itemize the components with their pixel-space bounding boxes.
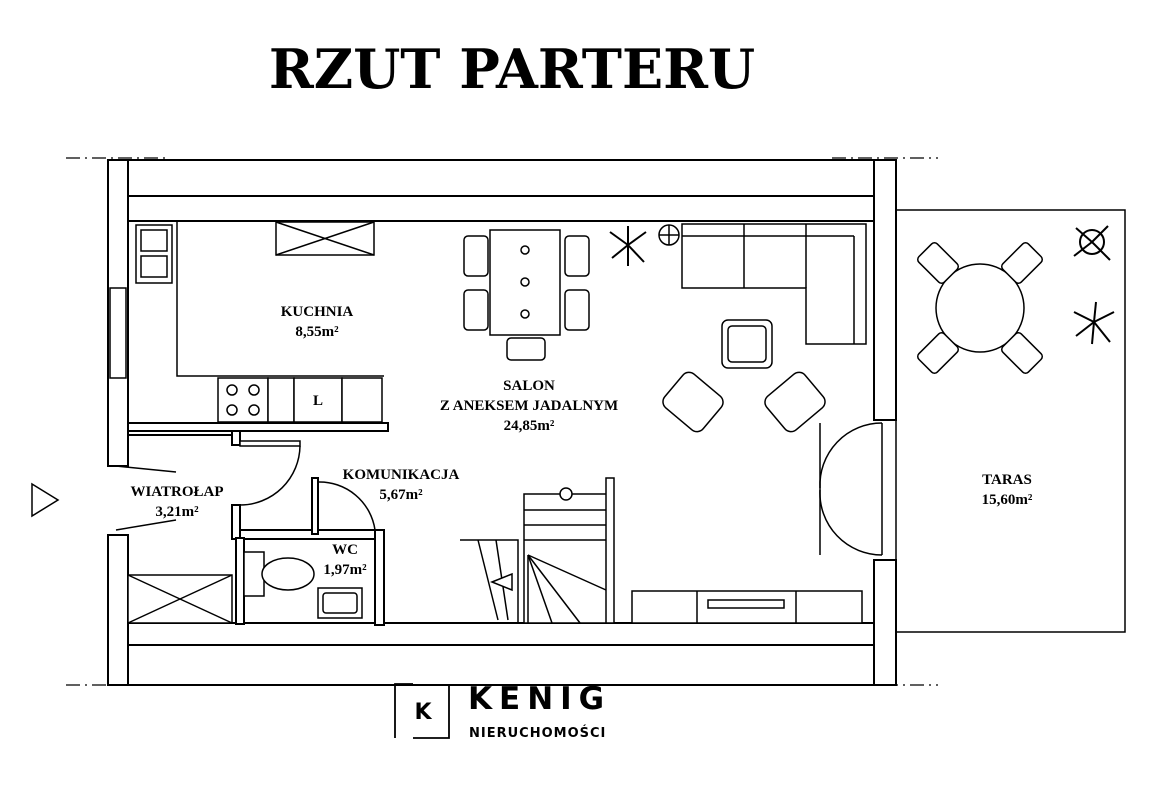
fridge-label: L <box>313 393 323 409</box>
logo-brand: KENIG <box>468 681 611 717</box>
room-komunikacja: KOMUNIKACJA 5,67m² <box>343 467 460 503</box>
kenig-logo: K KENIG NIERUCHOMOŚCI <box>394 681 611 741</box>
logo-letter: K <box>414 700 432 725</box>
room-name: SALON <box>503 378 555 394</box>
room-area: 1,97m² <box>323 562 367 578</box>
room-salon: SALON Z ANEKSEM JADALNYM 24,85m² <box>440 378 618 434</box>
room-name: Z ANEKSEM JADALNYM <box>440 398 618 414</box>
counter-cabinet <box>341 377 383 423</box>
room-area: 15,60m² <box>982 492 1033 508</box>
room-wc: WC 1,97m² <box>323 542 367 578</box>
kitchen-counter <box>176 222 384 377</box>
room-area: 8,55m² <box>295 324 339 340</box>
plant-icon <box>609 226 647 266</box>
walls <box>107 159 897 686</box>
plant-icon <box>1073 225 1111 261</box>
sink <box>135 224 173 284</box>
terrace-table <box>916 241 1044 375</box>
terrace-door <box>819 422 883 556</box>
room-name: KUCHNIA <box>281 304 354 320</box>
vestibule-door <box>239 440 301 506</box>
fridge: L <box>293 377 343 423</box>
room-area: 3,21m² <box>155 504 199 520</box>
plan-title: RZUT PARTERU <box>269 37 755 101</box>
room-wiatrolap: WIATROŁAP 3,21m² <box>130 484 223 520</box>
toilet <box>243 551 315 597</box>
room-kuchnia: KUCHNIA 8,55m² <box>281 304 354 340</box>
room-name: KOMUNIKACJA <box>343 467 460 483</box>
room-name: TARAS <box>982 472 1032 488</box>
wc-door <box>317 481 376 531</box>
counter-cabinet <box>267 377 295 423</box>
room-name: WIATROŁAP <box>130 484 223 500</box>
dining-table <box>463 229 590 361</box>
wardrobe <box>127 574 233 624</box>
wash-basin <box>317 587 363 619</box>
armchair-left <box>662 371 724 433</box>
staircase <box>460 477 615 624</box>
entrance-arrow-icon <box>31 482 60 518</box>
room-area: 5,67m² <box>379 487 423 503</box>
room-taras: TARAS 15,60m² <box>982 472 1033 508</box>
logo-subtitle: NIERUCHOMOŚCI <box>469 725 606 741</box>
armchair-right <box>764 371 826 433</box>
plant-icon <box>1073 301 1115 345</box>
tv-cabinet <box>631 590 863 624</box>
lamp-icon <box>658 224 680 246</box>
room-name: WC <box>332 542 358 558</box>
corner-sofa <box>681 223 867 345</box>
kitchen-hood <box>275 221 375 256</box>
stove <box>217 377 269 423</box>
coffee-table <box>721 319 773 369</box>
room-area: 24,85m² <box>504 418 555 434</box>
